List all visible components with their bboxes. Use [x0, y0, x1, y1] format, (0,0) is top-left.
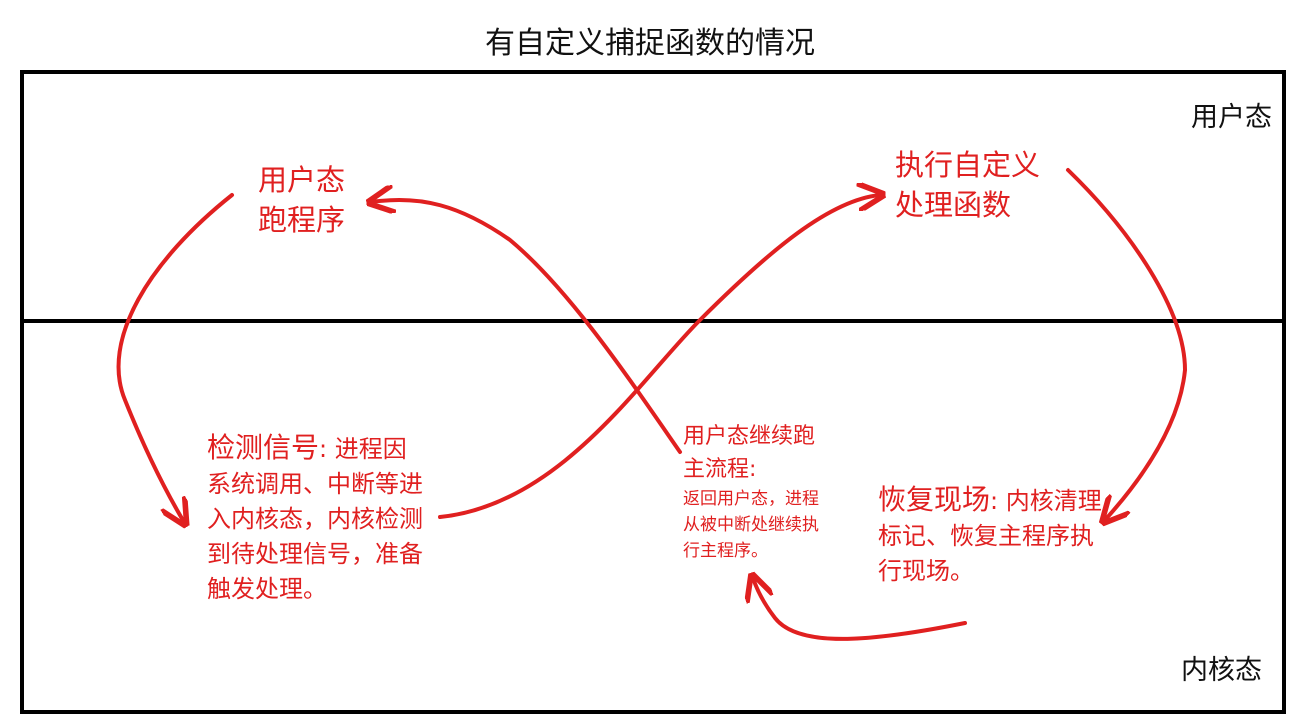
- diagram-title: 有自定义捕捉函数的情况: [485, 26, 815, 61]
- arrow-user-to-detect: [116, 193, 234, 522]
- node-detect-body: : 进程因系统调用、中断等进入内核态，内核检测到待处理信号，准备触发处理。: [207, 435, 423, 603]
- node-user-run: 用户态 跑程序: [258, 160, 378, 240]
- node-detect-head: 检测信号: [207, 431, 320, 464]
- node-handler: 执行自定义 处理函数: [895, 145, 1075, 225]
- node-restore: 恢复现场: 内核清理标记、恢复主程序执行现场。: [878, 482, 1103, 589]
- zone-label-kernel: 内核态: [1181, 655, 1262, 686]
- node-restore-head: 恢复现场: [878, 483, 991, 516]
- node-handler-line1: 执行自定义: [895, 148, 1041, 182]
- node-detect: 检测信号: 进程因系统调用、中断等进入内核态，内核检测到待处理信号，准备触发处理…: [207, 430, 425, 607]
- user-kernel-divider: [20, 319, 1282, 323]
- zone-label-user: 用户态: [1191, 102, 1272, 133]
- node-resume-body: 返回用户态，进程从被中断处继续执行主程序。: [683, 489, 819, 561]
- node-user-run-line1: 用户态: [258, 163, 346, 197]
- node-user-run-line2: 跑程序: [258, 203, 346, 237]
- arrow-restore-to-resume: [753, 578, 967, 641]
- node-resume-head: 用户态继续跑主流程:: [683, 424, 816, 482]
- arrow-handler-to-restore: [1066, 168, 1188, 520]
- diagram-frame: [20, 70, 1286, 714]
- arrow-detect-to-handler: [438, 195, 880, 519]
- node-handler-line2: 处理函数: [895, 188, 1012, 222]
- node-resume: 用户态继续跑主流程: 返回用户态，进程从被中断处继续执行主程序。: [683, 420, 831, 564]
- node-restore-body: : 内核清理标记、恢复主程序执行现场。: [878, 487, 1102, 585]
- arrow-resume-to-user: [372, 200, 682, 454]
